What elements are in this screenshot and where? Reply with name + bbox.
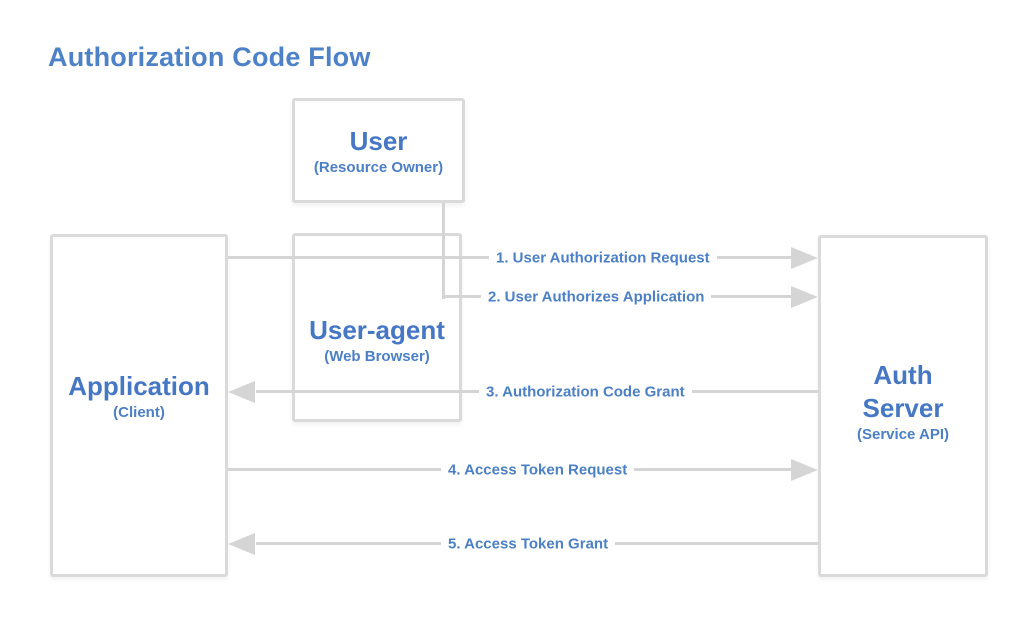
flow-3-label: 3. Authorization Code Grant xyxy=(479,382,692,402)
node-user-agent: User-agent (Web Browser) xyxy=(292,233,462,422)
flow-5-label: 5. Access Token Grant xyxy=(441,534,616,554)
node-user: User (Resource Owner) xyxy=(292,98,465,203)
node-user-sublabel: (Resource Owner) xyxy=(313,159,444,177)
node-auth-server-sublabel: (Service API) xyxy=(857,426,949,443)
flow-1-arrowhead-right-icon xyxy=(791,247,818,269)
flow-2-label: 2. User Authorizes Application xyxy=(481,287,712,307)
node-user-agent-label: User-agent xyxy=(309,314,445,345)
node-application-sublabel: (Client) xyxy=(113,404,165,422)
node-application: Application (Client) xyxy=(50,234,228,577)
flow-4-label: 4. Access Token Request xyxy=(441,460,635,480)
node-user-agent-sublabel: (Web Browser) xyxy=(324,348,430,366)
node-user-label: User xyxy=(349,125,408,156)
node-auth-server-label: Auth Server xyxy=(862,360,944,423)
flow-4-arrowhead-right-icon xyxy=(791,459,818,481)
flow-5-arrowhead-left-icon xyxy=(228,533,255,555)
flow-2-arrowhead-right-icon xyxy=(791,286,818,308)
flow-3-arrowhead-left-icon xyxy=(228,381,255,403)
diagram-title: Authorization Code Flow xyxy=(48,42,371,72)
node-application-label: Application xyxy=(68,370,210,401)
node-auth-server: Auth Server (Service API) xyxy=(818,235,988,577)
user-downward-connector-line xyxy=(442,203,445,299)
flow-1-label: 1. User Authorization Request xyxy=(489,248,717,268)
